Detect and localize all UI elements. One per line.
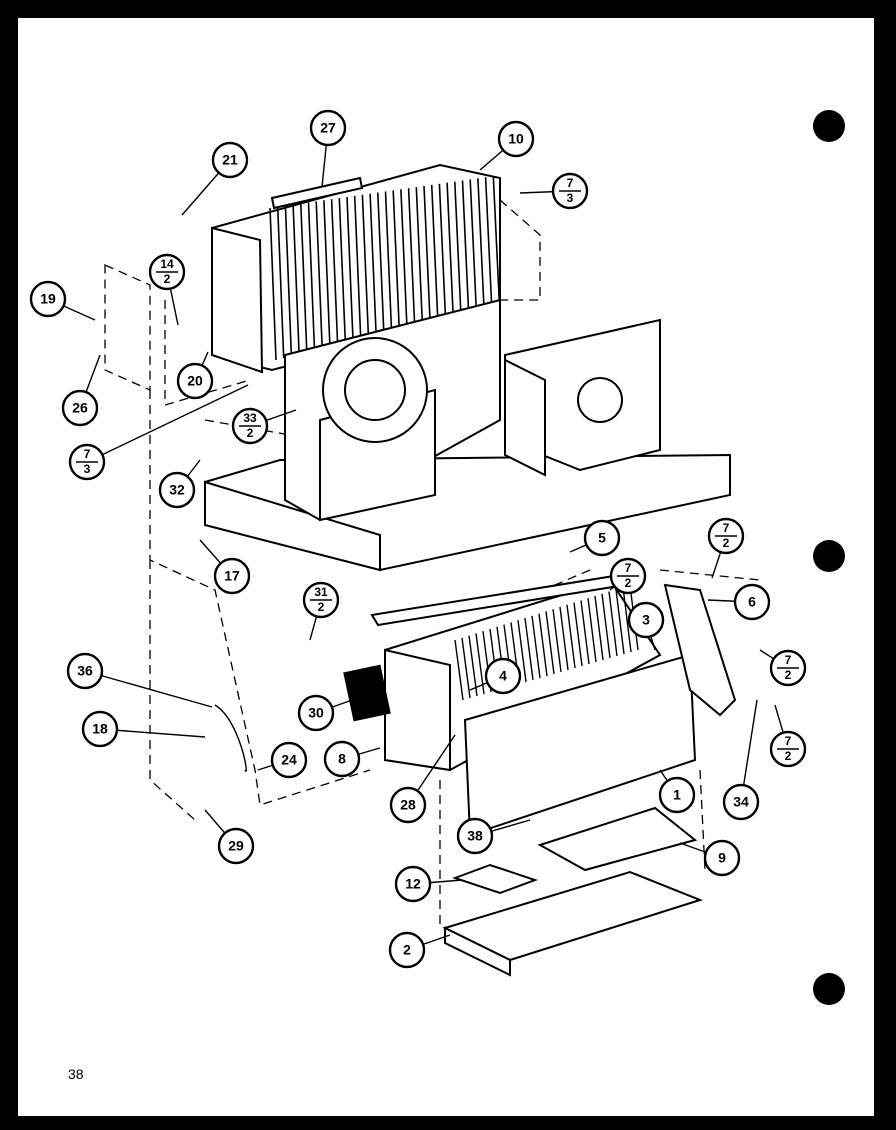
callout-18: 18: [81, 710, 119, 748]
callout-number: 5: [598, 530, 606, 546]
callout-7-3: 73: [551, 172, 589, 210]
callout-number: 33: [243, 411, 257, 425]
callout-12: 12: [394, 865, 432, 903]
callout-sheet-ref: 2: [164, 272, 171, 286]
callout-number: 14: [160, 257, 174, 271]
callout-7-2: 72: [707, 517, 745, 555]
punch-hole-top: [813, 110, 845, 142]
callout-7-3: 73: [68, 443, 106, 481]
callout-number: 4: [499, 668, 507, 684]
callout-number: 31: [314, 585, 328, 599]
callout-number: 1: [673, 787, 681, 803]
callout-sheet-ref: 2: [723, 536, 730, 550]
side-bracket: [663, 583, 737, 717]
callout-number: 18: [92, 721, 108, 737]
callout-sheet-ref: 2: [785, 749, 792, 763]
callout-sheet-ref: 3: [567, 191, 574, 205]
leader-line: [84, 670, 213, 708]
callout-34: 34: [722, 783, 760, 821]
callout-3: 3: [627, 601, 665, 639]
callout-number: 34: [733, 794, 749, 810]
callout-4: 4: [484, 657, 522, 695]
front-panel: [463, 653, 697, 837]
callout-6: 6: [733, 583, 771, 621]
callout-7-2: 72: [609, 557, 647, 595]
callout-24: 24: [270, 741, 308, 779]
seal-strip: [451, 863, 539, 895]
callout-sheet-ref: 2: [625, 576, 632, 590]
callout-number: 30: [308, 705, 324, 721]
callout-32: 32: [158, 471, 196, 509]
callout-number: 9: [718, 850, 726, 866]
callout-29: 29: [217, 827, 255, 865]
callout-sheet-ref: 3: [84, 462, 91, 476]
callout-number: 3: [642, 612, 650, 628]
base-pan-assembly: [204, 298, 731, 572]
callout-9: 9: [703, 839, 741, 877]
page-number: 38: [68, 1066, 84, 1082]
callout-19: 19: [29, 280, 67, 318]
punch-hole-bottom: [813, 973, 845, 1005]
callout-21: 21: [211, 141, 249, 179]
callout-26: 26: [61, 389, 99, 427]
callout-number: 12: [405, 876, 421, 892]
callout-sheet-ref: 2: [785, 668, 792, 682]
callout-number: 8: [338, 751, 346, 767]
callout-number: 32: [169, 482, 185, 498]
callout-28: 28: [389, 786, 427, 824]
callout-number: 7: [785, 734, 792, 748]
callout-sheet-ref: 2: [247, 426, 254, 440]
callout-number: 7: [723, 521, 730, 535]
callout-38: 38: [456, 817, 494, 855]
callout-number: 21: [222, 152, 238, 168]
callout-number: 17: [224, 568, 240, 584]
callout-number: 27: [320, 120, 336, 136]
callout-7-2: 72: [769, 649, 807, 687]
callout-number: 2: [403, 942, 411, 958]
callout-sheet-ref: 2: [318, 600, 325, 614]
callout-group: 2710217314219202633273325727217631237236…: [29, 109, 807, 969]
callout-number: 24: [281, 752, 297, 768]
callout-number: 7: [84, 447, 91, 461]
callout-31-2: 312: [302, 581, 340, 619]
callout-1: 1: [658, 776, 696, 814]
callout-number: 20: [187, 373, 203, 389]
drain-tube: [214, 704, 247, 772]
callout-number: 26: [72, 400, 88, 416]
callout-27: 27: [309, 109, 347, 147]
callout-36: 36: [66, 652, 104, 690]
callout-number: 7: [567, 176, 574, 190]
drain-tray-edge: [444, 926, 511, 977]
callout-20: 20: [176, 362, 214, 400]
callout-number: 7: [625, 561, 632, 575]
callout-number: 7: [785, 653, 792, 667]
callout-number: 36: [77, 663, 93, 679]
callout-2: 2: [388, 931, 426, 969]
filter-pad: [343, 664, 391, 722]
leader-line: [86, 384, 249, 463]
callout-number: 6: [748, 594, 756, 610]
callout-number: 28: [400, 797, 416, 813]
callout-7-2: 72: [769, 730, 807, 768]
callout-10: 10: [497, 120, 535, 158]
callout-8: 8: [323, 740, 361, 778]
callout-17: 17: [213, 557, 251, 595]
callout-number: 10: [508, 131, 524, 147]
callout-number: 29: [228, 838, 244, 854]
callout-5: 5: [583, 519, 621, 557]
callout-33-2: 332: [231, 407, 269, 445]
callout-14-2: 142: [148, 253, 186, 291]
insulation-sheet: [537, 806, 698, 872]
callout-30: 30: [297, 694, 335, 732]
punch-hole-middle: [813, 540, 845, 572]
callout-number: 38: [467, 828, 483, 844]
callout-number: 19: [40, 291, 56, 307]
